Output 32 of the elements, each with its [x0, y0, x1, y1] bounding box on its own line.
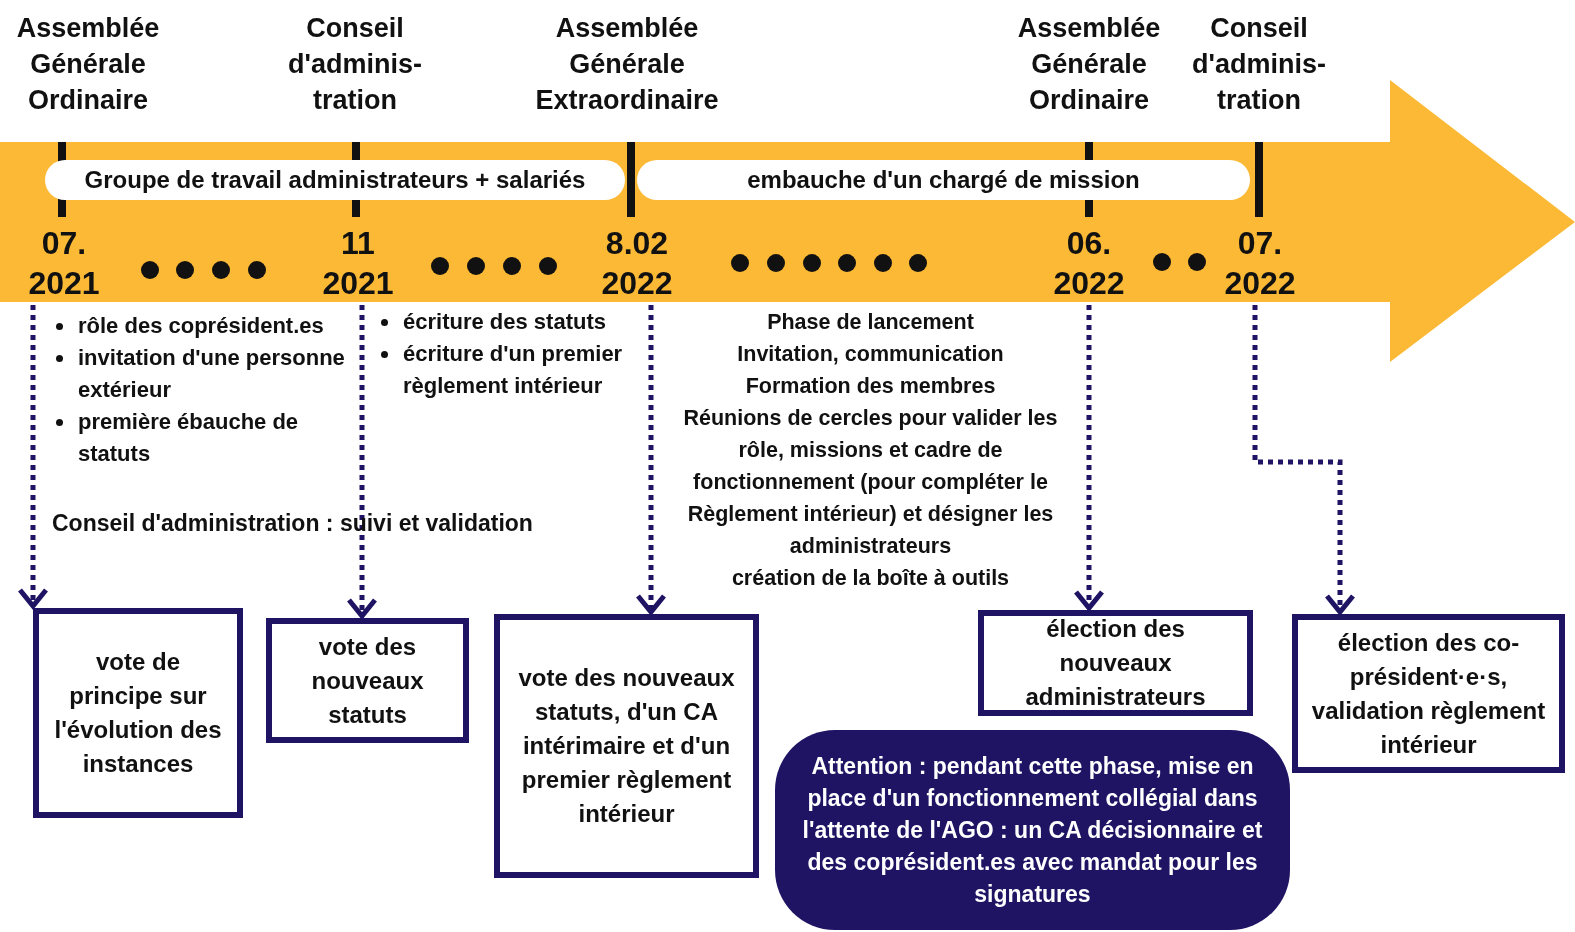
- phase-bar: Groupe de travail administrateurs + salariés: [45, 160, 625, 200]
- event-box: vote des nouveaux statuts, d'un CA intérimaire et d'un premier règlement intérieur: [494, 614, 759, 878]
- phase-bar: embauche d'un chargé de mission: [637, 160, 1250, 200]
- event-box: vote des nouveaux statuts: [266, 618, 469, 743]
- notice-box: Attention : pendant cette phase, mise en place d'un fonctionnement collégial dans l'attente de l'AGO : un CA décisionnaire et des coprésident.es avec mandat pour les signatures: [775, 730, 1290, 930]
- event-box: élection des co-président·e·s, validation règlement intérieur: [1292, 614, 1565, 773]
- dotted-arrow: [1252, 305, 1356, 615]
- milestone-heading: Assemblée Générale Extraordinaire: [534, 12, 720, 117]
- phase-text: Invitation, communication: [736, 341, 1005, 368]
- dotted-arrow: [346, 305, 378, 619]
- event-box: vote de principe sur l'évolution des instances: [33, 608, 243, 818]
- bullet-item: écriture d'un premier règlement intérieur: [403, 341, 623, 398]
- milestone-date: 06. 2022: [1052, 224, 1126, 303]
- milestone-date: 07. 2022: [1223, 224, 1297, 303]
- bullet-item: écriture des statuts: [403, 309, 606, 334]
- milestone-heading: Conseil d'adminis-tration: [287, 12, 423, 117]
- phase-text: Phase de lancement: [766, 309, 975, 336]
- bullet-item: rôle des coprésident.es: [78, 313, 324, 338]
- dotted-arrow: [17, 305, 49, 609]
- milestone-heading: Conseil d'adminis-tration: [1191, 12, 1327, 117]
- note-text: Conseil d'administration : suivi et validation: [52, 510, 533, 537]
- milestone-date: 8.02 2022: [600, 224, 674, 303]
- bullet-item: première ébauche de statuts: [78, 409, 299, 466]
- dotted-arrow: [1073, 305, 1105, 611]
- event-box: élection des nouveaux administrateurs: [978, 610, 1253, 716]
- milestone-heading: Assemblée Générale Ordinaire: [1016, 12, 1162, 117]
- phase-text: Formation des membres: [744, 373, 997, 400]
- milestone-heading: Assemblée Générale Ordinaire: [15, 12, 161, 117]
- milestone-date: 11 2021: [321, 224, 395, 303]
- milestone-date: 07. 2021: [27, 224, 101, 303]
- phase-text: création de la boîte à outils: [730, 565, 1011, 592]
- dotted-arrow: [635, 305, 667, 615]
